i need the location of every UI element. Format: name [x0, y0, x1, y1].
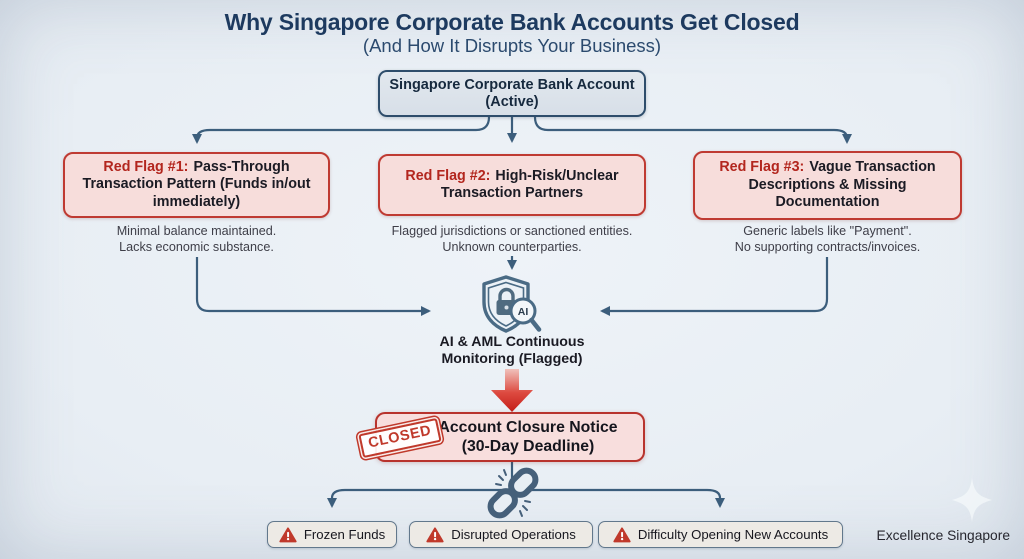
page-subtitle: (And How It Disrupts Your Business) [362, 35, 662, 56]
warning-triangle-icon [279, 526, 297, 542]
ai-badge-text: AI [518, 306, 529, 318]
red-flag-3-description: Generic labels like "Payment". No suppor… [693, 224, 962, 255]
red-flag-1-title: Pass-Through Transaction Pattern (Funds … [82, 158, 311, 210]
red-flag-1-box: Red Flag #1:Pass-Through Transaction Pat… [63, 152, 330, 218]
red-flag-3-label: Red Flag #3: [719, 159, 805, 176]
root-account-line2: (Active) [485, 93, 539, 110]
page-title: Why Singapore Corporate Bank Accounts Ge… [224, 9, 800, 35]
red-flag-1-description: Minimal balance maintained. Lacks econom… [63, 224, 330, 255]
root-account-line1: Singapore Corporate Bank Account [389, 76, 635, 93]
closure-notice-box: CLOSED Account Closure Notice (30-Day De… [358, 412, 645, 462]
consequence-label: Difficulty Opening New Accounts [637, 527, 829, 542]
closure-line1: Account Closure Notice [438, 419, 618, 436]
red-flag-2-label: Red Flag #2: [405, 167, 491, 184]
closure-line2: (30-Day Deadline) [461, 438, 595, 455]
red-flag-1-desc-line1: Minimal balance maintained. [116, 224, 277, 238]
red-flag-2-title: High-Risk/Unclear Transaction Partners [440, 167, 619, 202]
sparkle-logo-icon [952, 478, 992, 522]
consequence-disrupted-operations: Disrupted Operations [409, 521, 593, 548]
red-flag-3-desc-line1: Generic labels like "Payment". [743, 224, 912, 238]
warning-triangle-icon [426, 526, 444, 542]
monitoring-label-line2: Monitoring (Flagged) [441, 350, 583, 367]
consequence-label: Disrupted Operations [451, 527, 576, 542]
red-flag-3-title: Vague Transaction Descriptions & Missing… [748, 159, 936, 211]
red-flag-1-desc-line2: Lacks economic substance. [119, 239, 274, 254]
red-flag-2-description: Flagged jurisdictions or sanctioned enti… [378, 224, 646, 255]
brand-watermark: Excellence Singapore [876, 528, 1010, 543]
warning-triangle-icon [613, 526, 631, 542]
monitoring-label: AI & AML Continuous Monitoring (Flagged) [362, 334, 662, 367]
red-flag-2-desc-line1: Flagged jurisdictions or sanctioned enti… [391, 224, 633, 238]
red-flag-2-desc-line2: Unknown counterparties. [442, 239, 582, 254]
consequence-difficulty-new-accounts: Difficulty Opening New Accounts [598, 521, 843, 548]
broken-chain-icon [487, 467, 539, 519]
monitoring-label-line1: AI & AML Continuous [439, 334, 585, 350]
root-account-box: Singapore Corporate Bank Account (Active… [378, 70, 646, 117]
red-flag-3-desc-line2: No supporting contracts/invoices. [734, 239, 921, 254]
consequence-frozen-funds: Frozen Funds [267, 521, 397, 548]
aml-shield-lock-icon: AI [482, 275, 542, 333]
red-flag-3-box: Red Flag #3:Vague Transaction Descriptio… [693, 151, 962, 220]
consequence-label: Frozen Funds [303, 527, 386, 542]
red-flag-2-box: Red Flag #2:High-Risk/Unclear Transactio… [378, 154, 646, 216]
red-down-arrow [491, 369, 533, 412]
red-flag-1-label: Red Flag #1: [103, 158, 189, 175]
